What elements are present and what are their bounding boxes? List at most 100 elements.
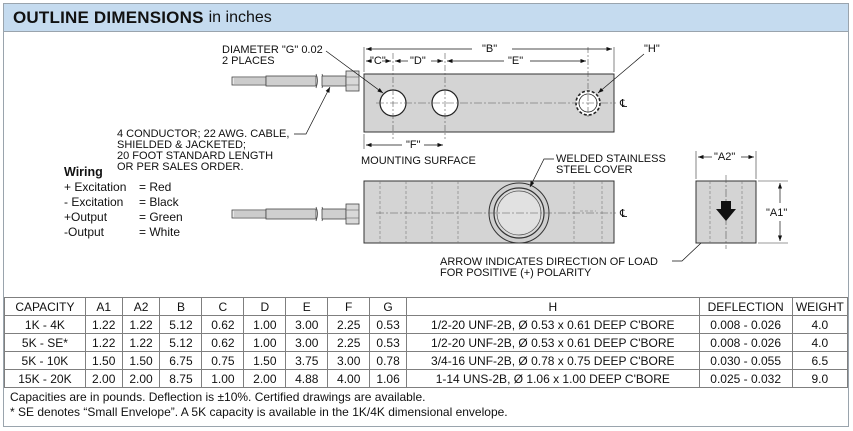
wiring-label: + Excitation [64, 180, 127, 194]
table-cell: 0.008 - 0.026 [698, 333, 793, 352]
table-cell: 1.22 [84, 315, 123, 334]
table-cell: 5.12 [159, 315, 203, 334]
table-cell: 6.75 [159, 351, 203, 370]
cable-note-line-3: 20 FOOT STANDARD LENGTH [117, 150, 273, 162]
header-title-units: in inches [208, 8, 272, 26]
table-cell: 1.50 [121, 351, 161, 370]
table-cell: 8.75 [159, 369, 203, 388]
table-row: 5K - SE* 1.22 1.22 5.12 0.62 1.00 3.00 2… [4, 333, 849, 352]
table-cell: 2.25 [327, 315, 371, 334]
wiring-color: = Red [139, 180, 172, 194]
column-header: F [327, 297, 371, 316]
table-cell: 5K - SE* [4, 333, 86, 352]
table-cell: 0.62 [201, 333, 245, 352]
wiring-row: +Output = Green [64, 210, 183, 225]
centerline-symbol-side: ℄ [619, 208, 627, 220]
table-cell: 0.025 - 0.032 [698, 369, 793, 388]
table-cell: 0.53 [369, 315, 407, 334]
wiring-row: - Excitation = Black [64, 195, 183, 210]
column-header: A2 [121, 297, 161, 316]
footnotes: Capacities are in pounds. Deflection is … [4, 390, 848, 420]
table-cell: 5.12 [159, 333, 203, 352]
wiring-label: -Output [64, 225, 105, 239]
table-cell: 2.00 [84, 369, 123, 388]
table-cell: 0.78 [369, 351, 407, 370]
wiring-label: - Excitation [64, 195, 124, 209]
dim-e-label: "E" [508, 55, 523, 67]
table-cell: 3.00 [285, 333, 329, 352]
dim-c-label: "C" [370, 55, 386, 67]
table-cell: 1/2-20 UNF-2B, Ø 0.53 x 0.61 DEEP C'BORE [406, 315, 700, 334]
table-cell: 1.50 [243, 351, 287, 370]
column-header: E [285, 297, 329, 316]
table-cell: 1.00 [243, 315, 287, 334]
table-cell: 3.00 [327, 351, 371, 370]
technical-drawing: ℄ "B" "C" "D" "E" "H" [4, 33, 848, 299]
mounting-surface-label: MOUNTING SURFACE [361, 155, 476, 167]
wiring-title: Wiring [64, 165, 103, 179]
table-cell: 2.00 [121, 369, 161, 388]
column-header: CAPACITY [4, 297, 86, 316]
table-cell: 3.75 [285, 351, 329, 370]
wiring-legend: Wiring + Excitation = Red - Excitation =… [64, 165, 183, 240]
centerline-symbol-top: ℄ [619, 98, 627, 110]
side-view: ℄ WELDED STAINLESS STEEL COVER ARROW IND… [231, 153, 719, 279]
wiring-color: = Black [139, 195, 179, 209]
column-header: B [159, 297, 203, 316]
outline-dimensions-panel: OUTLINE DIMENSIONS in inches [3, 3, 849, 427]
table-row: 15K - 20K 2.00 2.00 8.75 1.00 2.00 4.88 … [4, 369, 849, 388]
table-cell: 9.0 [791, 369, 849, 388]
table-cell: 0.62 [201, 315, 245, 334]
table-cell: 1/2-20 UNF-2B, Ø 0.53 x 0.61 DEEP C'BORE [406, 333, 700, 352]
column-header: G [369, 297, 407, 316]
diameter-g-note: DIAMETER "G" 0.02 [222, 44, 323, 56]
load-cell-drawing: ℄ "B" "C" "D" "E" "H" [117, 43, 788, 279]
dim-f-label: "F" [406, 139, 421, 151]
table-row: 5K - 10K 1.50 1.50 6.75 0.75 1.50 3.75 3… [4, 351, 849, 370]
table-cell: 0.008 - 0.026 [698, 315, 793, 334]
table-cell: 3/4-16 UNF-2B, Ø 0.78 x 0.75 DEEP C'BORE [406, 351, 700, 370]
panel-header: OUTLINE DIMENSIONS in inches [4, 4, 848, 32]
table-cell: 2.00 [243, 369, 287, 388]
table-cell: 15K - 20K [4, 369, 86, 388]
top-view: ℄ "B" "C" "D" "E" "H" [117, 43, 660, 173]
table-header-row: CAPACITY A1 A2 B C D E F G H DEFLECTION … [4, 297, 849, 316]
column-header: WEIGHT [791, 297, 849, 316]
table-cell: 1.00 [243, 333, 287, 352]
table-cell: 1-14 UNS-2B, Ø 1.06 x 1.00 DEEP C'BORE [406, 369, 700, 388]
column-header: A1 [84, 297, 123, 316]
welded-cover-line-1: WELDED STAINLESS [556, 153, 666, 165]
table-cell: 1.22 [84, 333, 123, 352]
table-cell: 1.22 [121, 315, 161, 334]
load-arrow-icon [716, 201, 736, 221]
table-cell: 1.50 [84, 351, 123, 370]
dim-h-label: "H" [644, 43, 660, 55]
table-cell: 4.0 [791, 333, 849, 352]
table-cell: 4.88 [285, 369, 329, 388]
table-cell: 5K - 10K [4, 351, 86, 370]
table-cell: 1.06 [369, 369, 407, 388]
wiring-color: = White [139, 225, 181, 239]
diameter-g-note-2: 2 PLACES [222, 55, 275, 67]
dim-a1-label: "A1" [766, 207, 787, 219]
table-cell: 6.5 [791, 351, 849, 370]
table-cell: 1K - 4K [4, 315, 86, 334]
end-view: "A2" "A1" [695, 151, 788, 249]
column-header: H [406, 297, 700, 316]
table-cell: 4.00 [327, 369, 371, 388]
dim-a2-label: "A2" [714, 151, 735, 163]
wiring-color: = Green [139, 210, 183, 224]
table-cell: 2.25 [327, 333, 371, 352]
wiring-row: -Output = White [64, 225, 183, 240]
table-cell: 0.030 - 0.055 [698, 351, 793, 370]
footnote-capacities: Capacities are in pounds. Deflection is … [10, 390, 426, 404]
arrow-note-line-2: FOR POSITIVE (+) POLARITY [440, 267, 592, 279]
column-header: D [243, 297, 287, 316]
table-cell: 0.75 [201, 351, 245, 370]
footnote-se: * SE denotes “Small Envelope”. A 5K capa… [10, 405, 508, 419]
dim-d-label: "D" [410, 55, 426, 67]
arrow-note-line-1: ARROW INDICATES DIRECTION OF LOAD [440, 256, 658, 268]
cable-note-line-2: SHIELDED & JACKETED; [117, 139, 246, 151]
welded-cover-line-2: STEEL COVER [556, 164, 633, 176]
table-cell: 1.22 [121, 333, 161, 352]
